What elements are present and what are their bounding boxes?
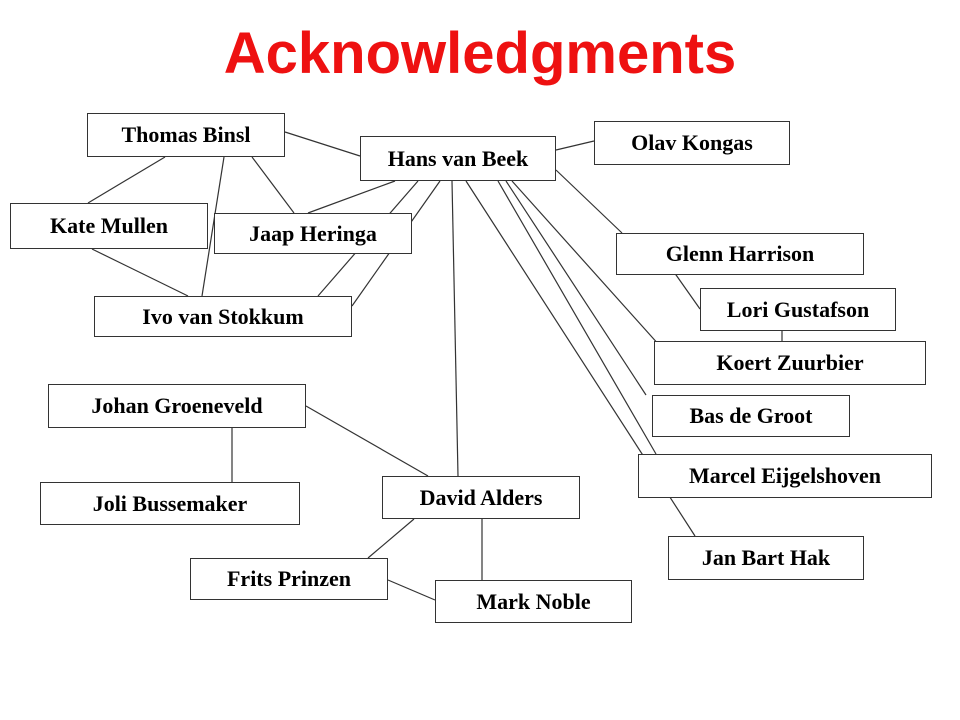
node-hans-van-beek: Hans van Beek [360,136,556,181]
edge-thomas-binsl-jaap-heringa [251,156,295,214]
edge-hans-van-beek-jaap-heringa [307,180,396,214]
node-lori-gustafson: Lori Gustafson [700,288,896,331]
edge-hans-van-beek-marcel-eijgelshoven [497,180,657,455]
edge-hans-van-beek-koert-zuurbier [511,180,661,347]
node-thomas-binsl: Thomas Binsl [87,113,285,157]
edge-hans-van-beek-glenn-harrison [555,169,623,234]
node-koert-zuurbier: Koert Zuurbier [654,341,926,385]
edge-hans-van-beek-olav-kongas [555,140,595,151]
edge-hans-van-beek-david-alders [451,180,459,477]
node-marcel-eijgelshoven: Marcel Eijgelshoven [638,454,932,498]
node-olav-kongas: Olav Kongas [594,121,790,165]
node-johan-groeneveld: Johan Groeneveld [48,384,306,428]
node-frits-prinzen: Frits Prinzen [190,558,388,600]
node-jaap-heringa: Jaap Heringa [214,213,412,254]
node-bas-de-groot: Bas de Groot [652,395,850,437]
node-jan-bart-hak: Jan Bart Hak [668,536,864,580]
edge-hans-van-beek-bas-de-groot [505,180,647,396]
node-kate-mullen: Kate Mullen [10,203,208,249]
node-ivo-van-stokkum: Ivo van Stokkum [94,296,352,337]
node-mark-noble: Mark Noble [435,580,632,623]
edge-thomas-binsl-ivo-van-stokkum [201,156,225,297]
node-glenn-harrison: Glenn Harrison [616,233,864,275]
edge-kate-mullen-ivo-van-stokkum [91,248,189,297]
edge-johan-groeneveld-david-alders [305,405,429,477]
edge-thomas-binsl-kate-mullen [87,156,166,204]
page-title: Acknowledgments [223,21,737,86]
edge-david-alders-frits-prinzen [367,518,415,559]
node-joli-bussemaker: Joli Bussemaker [40,482,300,525]
edge-thomas-binsl-hans-van-beek [284,131,361,157]
edge-frits-prinzen-mark-noble [387,579,436,601]
node-david-alders: David Alders [382,476,580,519]
